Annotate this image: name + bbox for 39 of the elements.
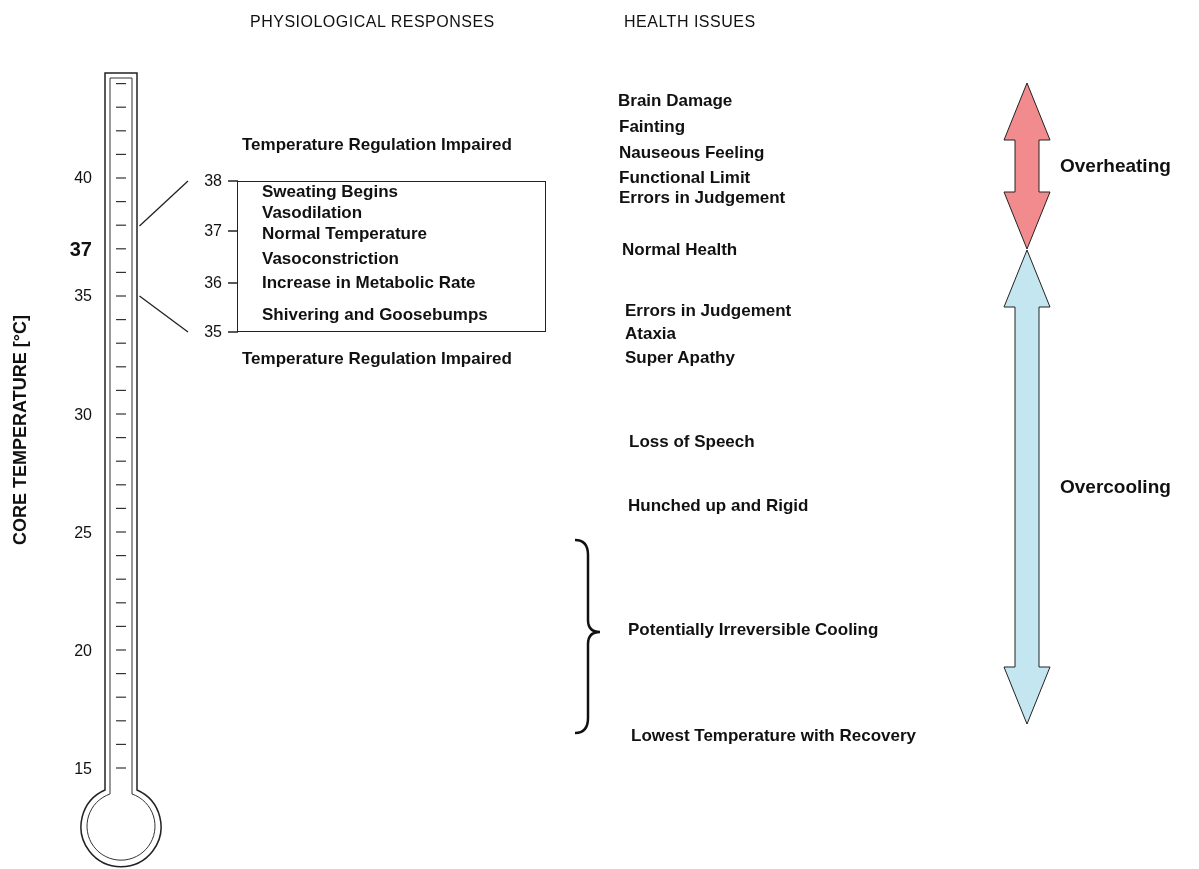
column-heading: PHYSIOLOGICAL RESPONSES xyxy=(250,12,495,32)
axis-tick-label: 20 xyxy=(74,641,92,661)
axis-tick-label: 25 xyxy=(74,523,92,543)
axis-tick-label: 15 xyxy=(74,759,92,779)
arrow-label: Overcooling xyxy=(1060,477,1171,497)
axis-tick-label: 30 xyxy=(74,405,92,425)
response-text: Temperature Regulation Impaired xyxy=(242,135,512,155)
response-text: Vasoconstriction xyxy=(262,249,399,269)
response-text: Increase in Metabolic Rate xyxy=(262,273,476,293)
zoom-line xyxy=(138,180,189,227)
response-text: Temperature Regulation Impaired xyxy=(242,349,512,369)
health-issue-text: Functional Limit xyxy=(619,168,751,188)
health-issue-text: Ataxia xyxy=(625,324,677,344)
response-text: Normal Temperature xyxy=(262,224,427,244)
health-issue-text: Errors in Judgement xyxy=(625,301,792,321)
axis-tick-label: 37 xyxy=(69,239,92,259)
health-issue-text: Lowest Temperature with Recovery xyxy=(631,726,916,746)
axis-tick-label: 40 xyxy=(74,168,92,188)
column-heading: HEALTH ISSUES xyxy=(624,12,756,32)
scale-label: 37 xyxy=(204,221,222,241)
health-issue-text: Potentially Irreversible Cooling xyxy=(628,620,879,640)
health-issue-text: Super Apathy xyxy=(625,348,735,368)
scale-label: 38 xyxy=(204,171,222,191)
axis-tick-label: 35 xyxy=(74,286,92,306)
axis-title: CORE TEMPERATURE [°C] xyxy=(10,315,30,545)
zoom-line xyxy=(138,295,189,333)
health-issue-text: Fainting xyxy=(619,117,686,137)
health-issue-text: Errors in Judgement xyxy=(619,188,786,208)
health-issue-text: Brain Damage xyxy=(618,91,733,111)
arrow-label: Overheating xyxy=(1060,156,1171,176)
health-issue-text: Hunched up and Rigid xyxy=(628,496,809,516)
scale-label: 35 xyxy=(204,322,222,342)
health-issue-text: Loss of Speech xyxy=(629,432,755,452)
response-text: Vasodilation xyxy=(262,203,363,223)
response-text: Sweating Begins xyxy=(262,182,399,202)
health-issue-text: Normal Health xyxy=(622,240,738,260)
health-issue-text: Nauseous Feeling xyxy=(619,143,765,163)
response-text: Shivering and Goosebumps xyxy=(262,305,488,325)
scale-label: 36 xyxy=(204,273,222,293)
